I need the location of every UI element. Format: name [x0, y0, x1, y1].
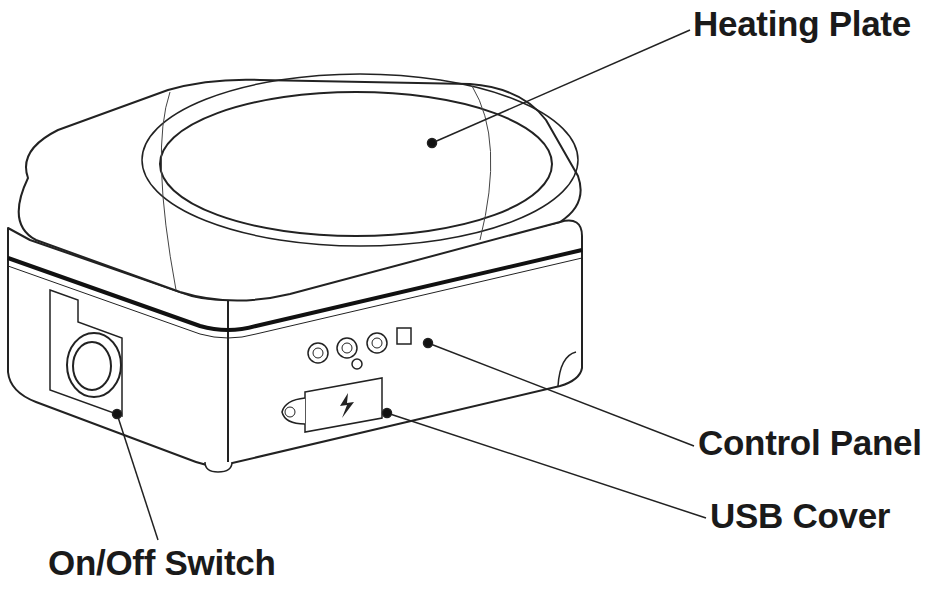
panel-slot [397, 328, 411, 344]
edge-line [472, 86, 491, 240]
leader-dot [383, 409, 392, 418]
part-label: On/Off Switch [48, 543, 275, 583]
panel-button [337, 338, 357, 358]
leader-dot [428, 139, 437, 148]
foot [558, 352, 576, 386]
leader-dot [113, 410, 122, 419]
seam-line [8, 250, 582, 330]
part-label: USB Cover [710, 496, 890, 536]
button-icon [372, 338, 382, 348]
usb-cover-hole [285, 407, 295, 417]
leader-line [117, 414, 158, 540]
leader-line [387, 413, 706, 518]
switch-button [73, 342, 111, 390]
seam-line [8, 258, 582, 338]
button-icon [342, 343, 352, 353]
edge-line [161, 92, 176, 290]
part-label: Heating Plate [693, 4, 911, 44]
button-icon [313, 348, 323, 358]
part-label: Control Panel [698, 423, 922, 463]
panel-led [352, 359, 362, 369]
usb-cover [305, 378, 382, 432]
panel-button [367, 333, 387, 353]
plate-rim [142, 74, 578, 246]
foot [205, 462, 232, 472]
leader-line [432, 30, 690, 143]
leader-dot [424, 339, 433, 348]
usb-cover-tab [282, 398, 305, 424]
body-top-face [19, 80, 581, 301]
switch-ring [67, 333, 121, 397]
switch-recess [50, 290, 122, 416]
power-bolt-icon [340, 393, 354, 418]
heating-plate [160, 92, 552, 236]
leader-line [428, 343, 694, 446]
panel-button [308, 343, 328, 363]
